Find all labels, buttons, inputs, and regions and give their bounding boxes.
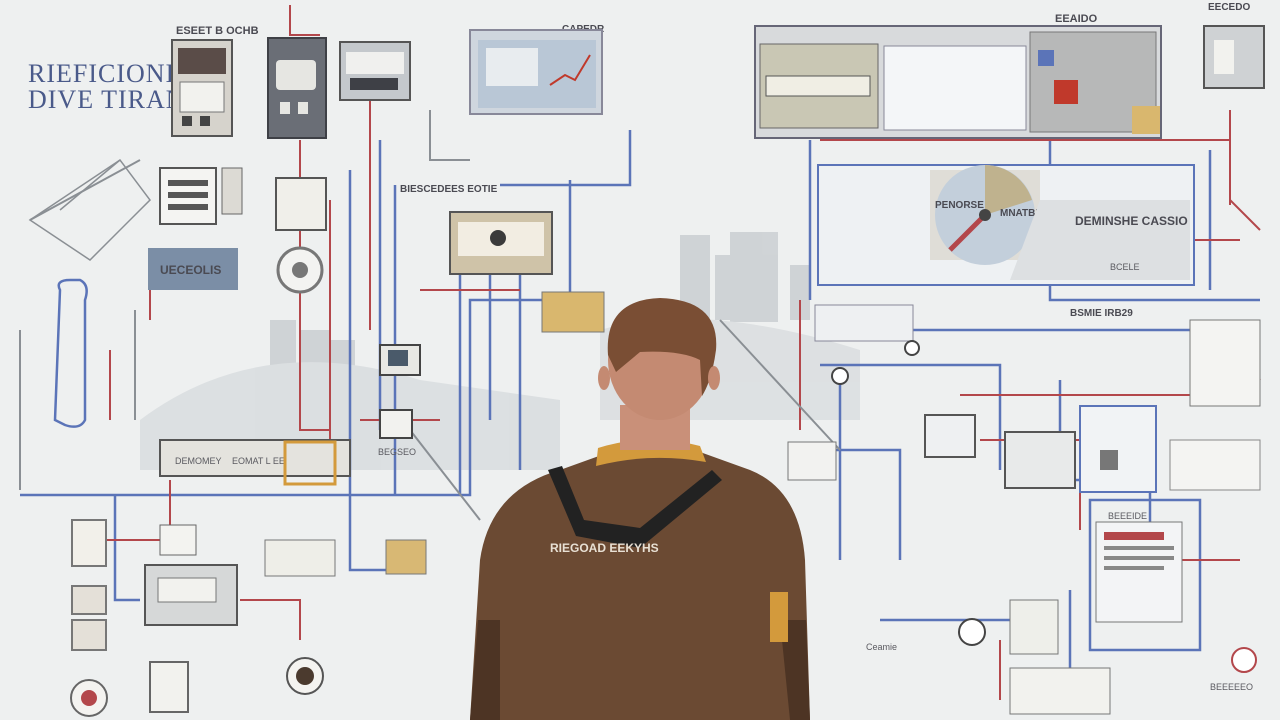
- control-panel-top-right: EEAIDO EECEDO: [754, 2, 1265, 139]
- right-mid-label: BSMIE IRB29: [1070, 308, 1133, 319]
- bottom-left-tag: DEMOMEY: [175, 456, 222, 466]
- top-right-label: EEAIDO: [1055, 13, 1098, 25]
- gear-icon: [276, 246, 324, 294]
- gauge-right-label: MNATBRE: [1000, 208, 1050, 219]
- mid-left-box-label: UECEOLIS: [160, 263, 221, 277]
- bottom-left-devices: DEMOMEY EOMAT L EE: [70, 439, 351, 717]
- harness-straps: [548, 466, 722, 548]
- center-left-panels: BEGSEO: [378, 344, 427, 575]
- right-panel-title: BEEEIDE: [1108, 511, 1147, 521]
- poster-title-line2: DIVE TIRAN: [28, 85, 186, 114]
- gauge-diagram: PENORSE MNATBRE DEMINSHE CASSIO BCELE: [817, 164, 1195, 286]
- device-panel-dark: [267, 37, 327, 139]
- jacket: [470, 452, 810, 720]
- red-label: Ceamie: [866, 642, 897, 652]
- device-label: ESEET B OCHB: [176, 25, 259, 37]
- bottom-left-tag2: EOMAT L EE: [232, 456, 285, 466]
- jacket-back-text: RIEGOAD EEKYHS: [550, 541, 659, 555]
- right-header-label: DEMINSHE CASSIO: [1075, 214, 1188, 228]
- right-schematic: BSMIE IRB29 BEEEIDE Ceamie BEEEEEO: [787, 304, 1261, 715]
- poster-title-line1: RIEFICIONI: [28, 59, 175, 88]
- person-figure: RIEGOAD EEKYHS: [470, 298, 810, 720]
- antenna-icon: [28, 158, 151, 261]
- center-title: BIESCEDEES EOTIE: [400, 184, 498, 195]
- hair: [607, 298, 717, 396]
- device-panel-top-left: ESEET B OCHB: [171, 25, 259, 137]
- wires-red: [95, 5, 1261, 700]
- bottom-right-label: BEEEEEO: [1210, 682, 1253, 692]
- right-sub-label: BCELE: [1110, 262, 1140, 272]
- top-far-right-label: EECEDO: [1208, 2, 1250, 13]
- left-mid-boxes: UECEOLIS: [148, 167, 327, 290]
- monitor-top-center: CAPEDR: [469, 24, 605, 115]
- device-panel-small: [339, 41, 411, 101]
- gauge-left-label: PENORSE: [935, 200, 984, 211]
- center-small-label: BEGSEO: [378, 447, 416, 457]
- center-device: BIESCEDEES EOTIE: [400, 184, 605, 333]
